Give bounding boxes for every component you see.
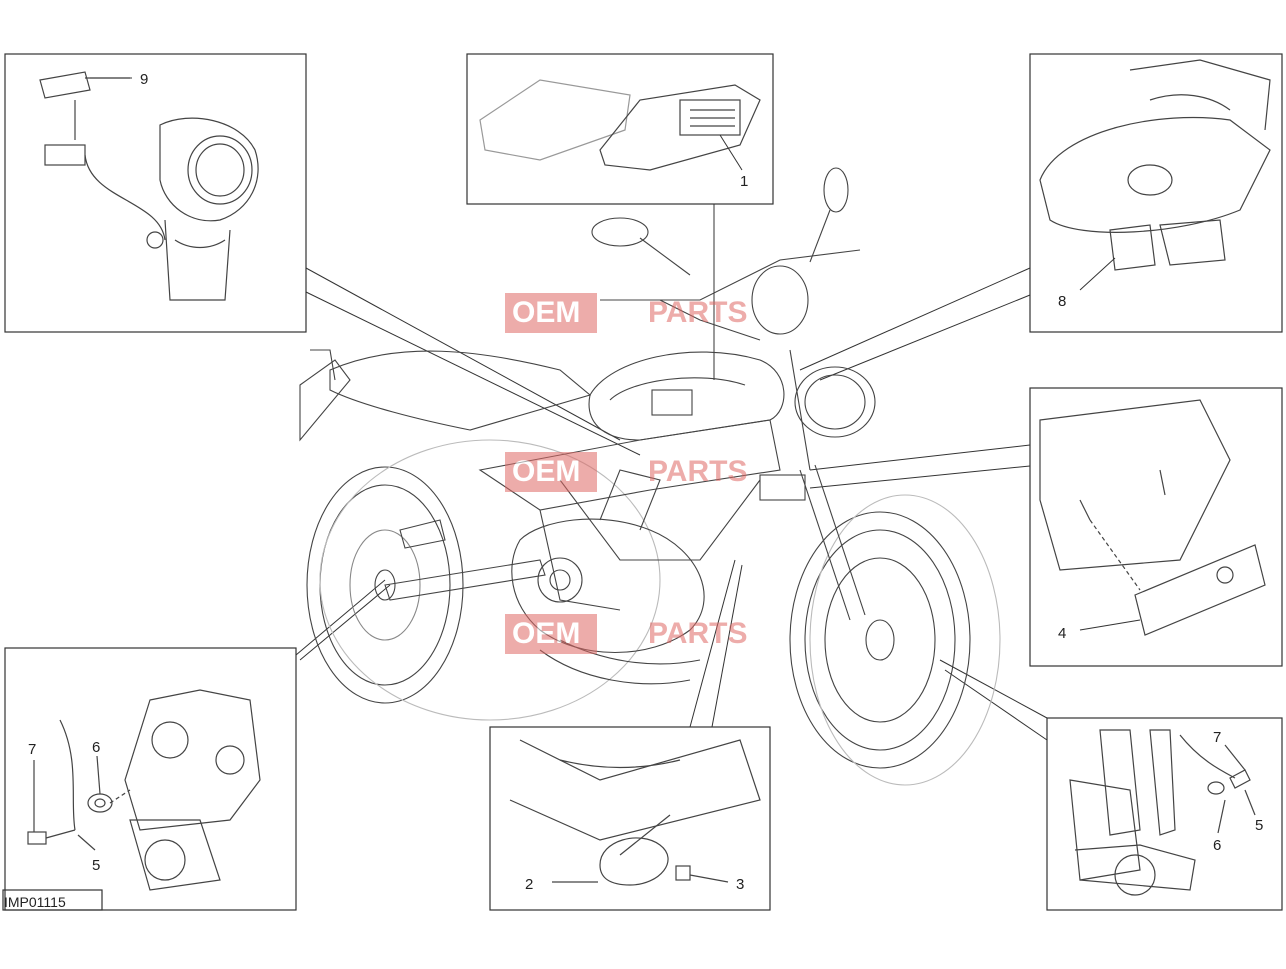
- watermark-right-text: PARTS: [648, 455, 747, 488]
- watermark-left-text: OEM: [512, 617, 580, 650]
- watermark: OEM PARTS OEM PARTS OEM PARTS: [505, 293, 747, 654]
- reference-code: IMP01115: [4, 894, 66, 910]
- callout-4: 4: [1058, 625, 1066, 642]
- leader-lines: [295, 204, 1048, 741]
- steering-sensor-illustration: [1039, 59, 1271, 271]
- watermark-top: OEM PARTS: [505, 293, 747, 333]
- detail-box-rear-caliper: [4, 647, 297, 911]
- callout-labels: 9 1 8 4 7 6 5 2 3 7 5 6: [28, 71, 1263, 893]
- horn-illustration: [509, 739, 761, 886]
- throttle-body-illustration: [39, 71, 259, 301]
- relay-illustration: [1039, 399, 1266, 636]
- detail-box-throttle-body: [4, 53, 307, 333]
- callout-1: 1: [740, 173, 748, 190]
- callout-7-rear: 7: [28, 741, 36, 758]
- watermark-right-text: PARTS: [648, 617, 747, 650]
- callout-6-rear: 6: [92, 739, 100, 756]
- front-sensor-illustration: [1069, 729, 1256, 896]
- callout-9: 9: [140, 71, 148, 88]
- detail-box-steering-sensor: [1029, 53, 1283, 333]
- ref-code-box: [2, 889, 103, 911]
- ecu-illustration: [479, 79, 761, 171]
- watermark-middle: OEM PARTS: [505, 452, 747, 492]
- detail-box-horn: [489, 726, 771, 911]
- callout-8: 8: [1058, 293, 1066, 310]
- callout-3: 3: [736, 876, 744, 893]
- callout-6-front: 6: [1213, 837, 1221, 854]
- callout-leaders: [90, 77, 1141, 631]
- watermark-bottom: OEM PARTS: [505, 614, 747, 654]
- motorcycle-illustration: [299, 167, 1001, 786]
- callout-7-front: 7: [1213, 729, 1221, 746]
- detail-box-ecu: [466, 53, 774, 205]
- watermark-right-text: PARTS: [648, 296, 747, 329]
- callout-5-front: 5: [1255, 817, 1263, 834]
- detail-box-relay: [1029, 387, 1283, 667]
- callout-5-rear: 5: [92, 857, 100, 874]
- watermark-left-text: OEM: [512, 455, 580, 488]
- callout-2: 2: [525, 876, 533, 893]
- rear-caliper-illustration: [27, 689, 261, 891]
- watermark-left-text: OEM: [512, 296, 580, 329]
- detail-box-front-sensor: [1046, 717, 1283, 911]
